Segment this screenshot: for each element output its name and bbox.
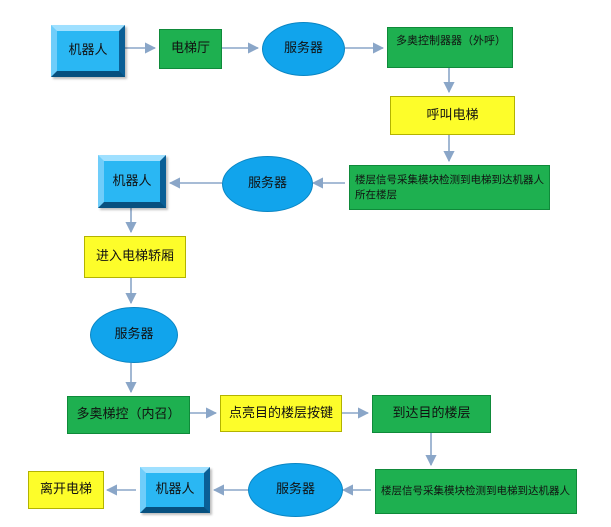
arrive-floor-label: 到达目的楼层 [392,406,471,422]
call-elevator-label: 呼叫电梯 [426,107,479,123]
light-button-node: 点亮目的楼层按键 [220,395,342,432]
server-node-3: 服务器 [90,307,178,363]
elevator-hall-node: 电梯厅 [159,29,222,69]
leave-elevator-node: 离开电梯 [28,471,104,509]
server-node-1-label: 服务器 [283,41,323,57]
robot-node-2-label: 机器人 [112,173,152,189]
server-node-3-label: 服务器 [114,327,154,343]
light-button-label: 点亮目的楼层按键 [228,405,333,421]
arrive-floor-node: 到达目的楼层 [372,395,491,433]
call-elevator-node: 呼叫电梯 [390,96,515,135]
duoao-ladder-inner-label: 多奥梯控（内召） [76,407,181,423]
robot-node-2: 机器人 [98,155,166,208]
server-node-2: 服务器 [222,156,313,212]
server-node-4-label: 服务器 [275,482,315,498]
enter-car-label: 进入电梯轿厢 [95,249,174,265]
server-node-1: 服务器 [262,22,345,76]
robot-node-3-label: 机器人 [155,482,195,498]
server-node-2-label: 服务器 [247,176,287,192]
floor-signal-2-label: 楼层信号采集模块检测到电梯到达机器人 [381,485,570,498]
leave-elevator-label: 离开电梯 [39,482,92,498]
duoao-ladder-inner-node: 多奥梯控（内召） [67,396,190,434]
floor-signal-1-label: 楼层信号采集模块检测到电梯到达机器人所在楼层 [355,174,544,201]
duoao-controller-outer-node: 多奥控制器器（外呼） [387,27,513,68]
robot-node-1-label: 机器人 [68,43,108,59]
duoao-controller-outer-label: 多奥控制器器（外呼） [396,34,506,47]
server-node-4: 服务器 [248,463,343,517]
enter-car-node: 进入电梯轿厢 [84,236,186,278]
robot-node-3: 机器人 [140,467,210,513]
floor-signal-node-1: 楼层信号采集模块检测到电梯到达机器人所在楼层 [349,165,550,210]
elevator-hall-label: 电梯厅 [170,41,210,57]
robot-node-1: 机器人 [51,25,125,77]
floor-signal-node-2: 楼层信号采集模块检测到电梯到达机器人 [375,469,577,514]
